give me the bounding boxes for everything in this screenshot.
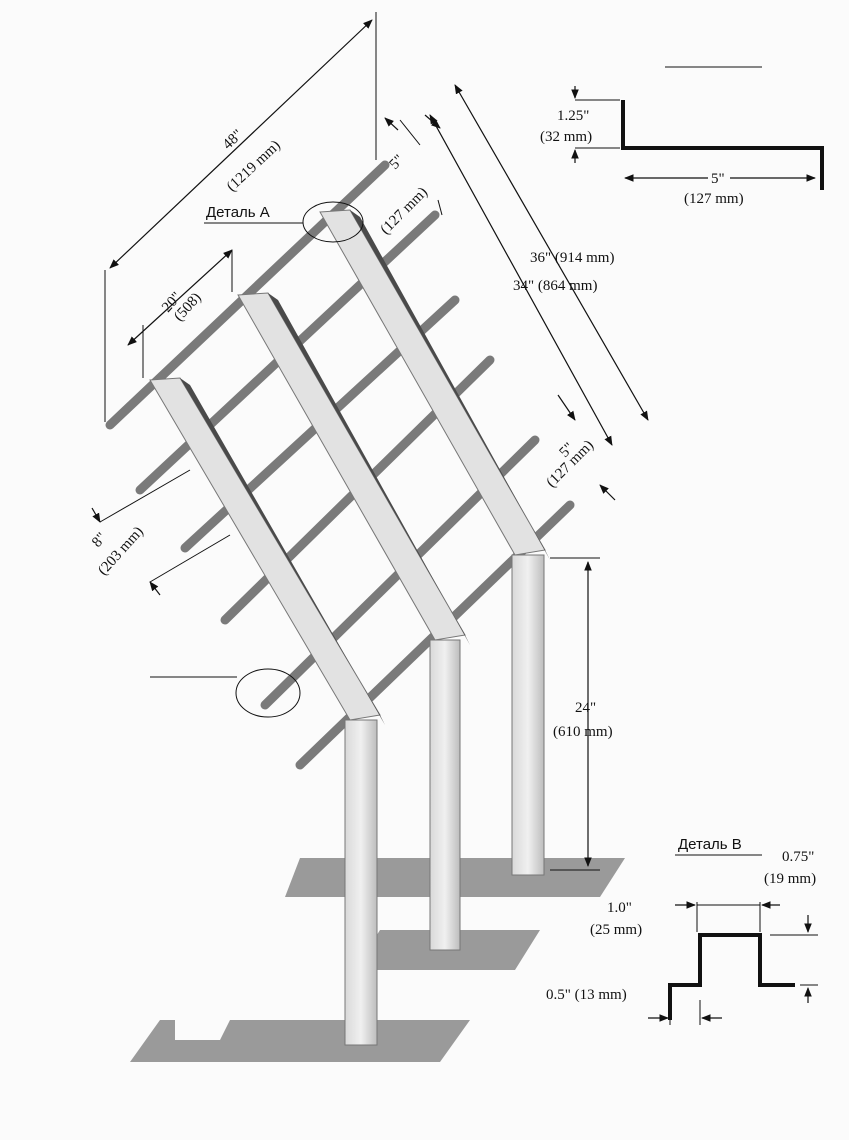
dim-5-in: 5" [711,171,725,187]
post-back [511,554,545,876]
detail-a-profile: 1.25" (32 mm) 5" (127 mm) [540,66,824,207]
post-front [344,719,378,1046]
dim-5-mm: (127 mm) [684,191,744,207]
dim-0-5: 0.5" (13 mm) [546,987,627,1003]
detail-b-shape [668,933,795,1020]
dim-24-in: 24" [575,700,596,716]
dim-1-25-mm: (32 mm) [540,129,592,145]
detail-a-shape [621,100,824,190]
dim-24-mm: (610 mm) [553,724,613,740]
base-plate-cutout [175,1020,230,1040]
dim-post-height: 24" (610 mm) [550,557,613,871]
dim-1-0-in: 1.0" [607,900,632,916]
dim-0-75-mm: (19 mm) [764,871,816,887]
dim-36: 36" (914 mm) [530,250,614,266]
posts [344,554,545,1046]
detail-a-label: Деталь А [206,204,270,221]
dim-1-0-mm: (25 mm) [590,922,642,938]
detail-b-label: Деталь В [678,836,742,853]
dim-0-75-in: 0.75" [782,849,814,865]
dim-1-25-in: 1.25" [557,108,589,124]
dim-34: 34" (864 mm) [513,278,597,294]
post-middle [429,639,461,951]
detail-b-profile: Деталь В 0.75" (19 mm) 1.0" (25 mm) 0.5"… [546,836,818,1025]
dim-rail-length: 36" (914 mm) 34" (864 mm) [429,84,649,446]
detail-b-circle [235,668,301,718]
